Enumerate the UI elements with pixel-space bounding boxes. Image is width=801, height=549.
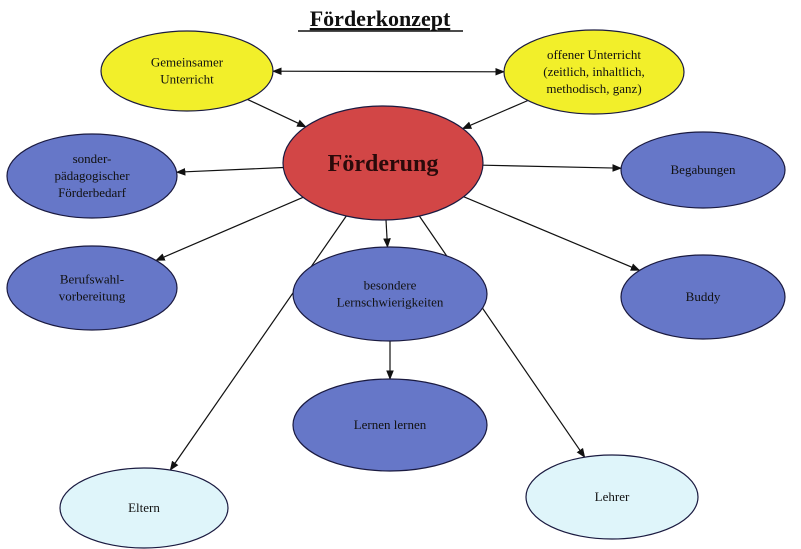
edge-foerderung-to-begabungen <box>482 164 623 172</box>
node-eltern-label: Eltern <box>128 500 160 515</box>
node-gemeinsamer-label: Gemeinsamer <box>151 55 224 70</box>
node-offener-label: (zeitlich, inhaltlich, <box>543 64 644 79</box>
node-lehrer-label: Lehrer <box>595 489 630 504</box>
node-buddy: Buddy <box>620 254 786 340</box>
diagram-title: Förderkonzept <box>310 6 451 31</box>
node-besondere-label: Lernschwierigkeiten <box>337 295 444 310</box>
node-eltern: Eltern <box>59 467 229 549</box>
node-begabungen: Begabungen <box>620 131 786 209</box>
node-sonder-label: sonder- <box>73 151 112 166</box>
node-offener-ellipse <box>503 29 685 115</box>
node-begabungen-label: Begabungen <box>671 162 736 177</box>
node-sonder-ellipse <box>6 133 178 219</box>
edge-foerderung-to-sonder <box>175 166 284 176</box>
edge-gemeinsamer-to-foerderung <box>247 98 307 128</box>
node-foerderung-ellipse <box>282 105 484 221</box>
edge-foerderung-to-buddy <box>463 196 641 271</box>
node-offener: offener Unterricht (zeitlich, inhaltlich,… <box>503 29 685 115</box>
edge-offener-to-foerderung <box>461 99 529 130</box>
node-berufswahl: Berufswahl-vorbereitung <box>6 245 178 331</box>
node-offener-label: offener Unterricht <box>547 47 641 62</box>
node-lernen: Lernen lernen <box>292 378 488 472</box>
node-lehrer-ellipse <box>525 454 699 540</box>
node-gemeinsamer-ellipse <box>100 30 274 112</box>
node-lernen-label: Lernen lernen <box>354 417 427 432</box>
node-offener-label: methodisch, ganz) <box>546 81 641 96</box>
node-besondere-label: besondere <box>364 278 417 293</box>
node-sonder-label: pädagogischer <box>54 168 130 183</box>
node-begabungen-ellipse <box>620 131 786 209</box>
node-besondere-ellipse <box>292 246 488 342</box>
node-sonder-label: Förderbedarf <box>58 185 127 200</box>
node-eltern-ellipse <box>59 467 229 549</box>
node-gemeinsamer-label: Unterricht <box>160 72 214 87</box>
node-buddy-ellipse <box>620 254 786 340</box>
node-foerderung: Förderung <box>282 105 484 221</box>
edge-foerderung-to-berufswahl <box>155 196 304 261</box>
node-berufswahl-label: vorbereitung <box>59 289 126 304</box>
node-buddy-label: Buddy <box>686 289 721 304</box>
node-foerderung-label: Förderung <box>328 151 439 177</box>
edge-foerderung-to-eltern <box>169 215 347 471</box>
edge-foerderung-to-besondere <box>383 219 391 248</box>
node-berufswahl-ellipse <box>6 245 178 331</box>
node-lernen-ellipse <box>292 378 488 472</box>
node-berufswahl-label: Berufswahl- <box>60 272 124 287</box>
node-lehrer: Lehrer <box>525 454 699 540</box>
edge-gemeinsamer-to-offener <box>272 67 505 76</box>
